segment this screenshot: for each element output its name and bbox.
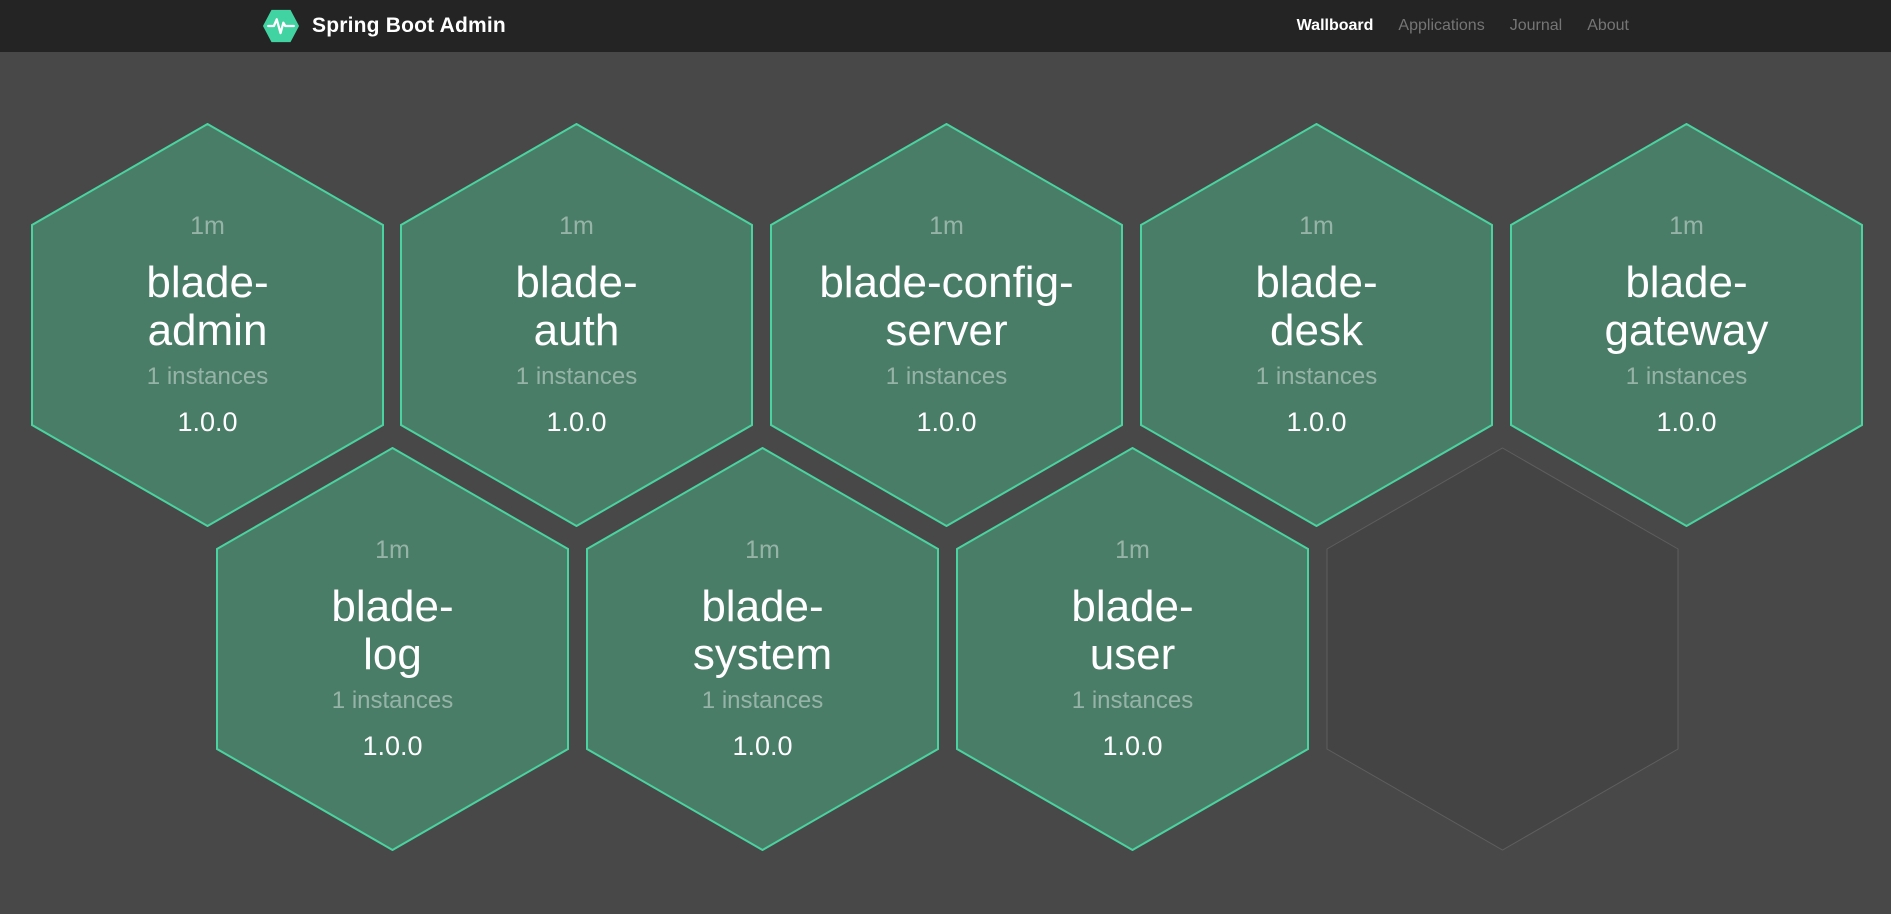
app-name: blade-auth [515, 258, 638, 355]
app-version: 1.0.0 [1102, 730, 1163, 761]
app-hexagon-blade-system[interactable]: 1m blade-system 1 instances 1.0.0 [586, 447, 939, 851]
uptime-label: 1m [375, 536, 410, 565]
hexagon-shape [31, 123, 384, 527]
main-nav: Wallboard Applications Journal About [1297, 17, 1629, 35]
uptime-label: 1m [1669, 212, 1704, 241]
pulse-hexagon-icon [262, 9, 300, 43]
instance-count: 1 instances [331, 686, 454, 714]
app-version: 1.0.0 [362, 730, 423, 761]
hexagon-shape [1510, 123, 1863, 527]
uptime-label: 1m [559, 212, 594, 241]
hexagon-shape [1326, 447, 1679, 851]
app-name: blade-gateway [1604, 258, 1769, 355]
nav-item-journal[interactable]: Journal [1509, 17, 1563, 34]
hexagon-content: 1m blade-user 1 instances 1.0.0 [956, 447, 1309, 851]
app-name: blade-log [331, 582, 454, 679]
uptime-label: 1m [1299, 212, 1334, 241]
hexagon-shape [216, 447, 569, 851]
nav-item-wallboard[interactable]: Wallboard [1296, 17, 1374, 34]
instance-count: 1 instances [1255, 362, 1378, 390]
app-name: blade-system [692, 582, 833, 679]
instance-count: 1 instances [1625, 362, 1748, 390]
empty-hexagon-slot [1326, 447, 1679, 851]
uptime-label: 1m [190, 212, 225, 241]
instance-count: 1 instances [146, 362, 269, 390]
uptime-label: 1m [1115, 536, 1150, 565]
app-version: 1.0.0 [1286, 406, 1347, 437]
navbar: Spring Boot Admin Wallboard Applications… [0, 0, 1891, 52]
wallboard: 1m blade-admin 1 instances 1.0.0 1m blad… [0, 52, 1891, 914]
hexagon-shape [400, 123, 753, 527]
nav-item-about[interactable]: About [1587, 17, 1629, 34]
app-hexagon-blade-desk[interactable]: 1m blade-desk 1 instances 1.0.0 [1140, 123, 1493, 527]
app-name: blade-desk [1255, 258, 1378, 355]
hexagon-content: 1m blade-system 1 instances 1.0.0 [586, 447, 939, 851]
app-hexagon-blade-log[interactable]: 1m blade-log 1 instances 1.0.0 [216, 447, 569, 851]
app-name: blade-admin [146, 258, 269, 355]
app-name: blade-user [1071, 582, 1194, 679]
hexagon-content: 1m blade-auth 1 instances 1.0.0 [400, 123, 753, 527]
hexagon-content: 1m blade-desk 1 instances 1.0.0 [1140, 123, 1493, 527]
instance-count: 1 instances [701, 686, 824, 714]
app-version: 1.0.0 [177, 406, 238, 437]
app-hexagon-blade-user[interactable]: 1m blade-user 1 instances 1.0.0 [956, 447, 1309, 851]
app-hexagon-blade-gateway[interactable]: 1m blade-gateway 1 instances 1.0.0 [1510, 123, 1863, 527]
brand-title: Spring Boot Admin [312, 14, 506, 37]
uptime-label: 1m [929, 212, 964, 241]
hexagon-content: 1m blade-gateway 1 instances 1.0.0 [1510, 123, 1863, 527]
hexagon-shape [1140, 123, 1493, 527]
hexagon-content: 1m blade-log 1 instances 1.0.0 [216, 447, 569, 851]
app-version: 1.0.0 [732, 730, 793, 761]
app-version: 1.0.0 [546, 406, 607, 437]
hexagon-content: 1m blade-config-server 1 instances 1.0.0 [770, 123, 1123, 527]
app-hexagon-blade-auth[interactable]: 1m blade-auth 1 instances 1.0.0 [400, 123, 753, 527]
hexagon-shape [586, 447, 939, 851]
instance-count: 1 instances [1071, 686, 1194, 714]
app-name: blade-config-server [819, 258, 1074, 355]
hexagon-shape [956, 447, 1309, 851]
uptime-label: 1m [745, 536, 780, 565]
instance-count: 1 instances [515, 362, 638, 390]
hexagon-shape [770, 123, 1123, 527]
nav-item-applications[interactable]: Applications [1398, 17, 1485, 34]
hexagon-content: 1m blade-admin 1 instances 1.0.0 [31, 123, 384, 527]
brand-link[interactable]: Spring Boot Admin [262, 8, 506, 44]
app-version: 1.0.0 [916, 406, 977, 437]
navbar-container: Spring Boot Admin Wallboard Applications… [262, 0, 1629, 52]
instance-count: 1 instances [885, 362, 1008, 390]
app-hexagon-blade-config-server[interactable]: 1m blade-config-server 1 instances 1.0.0 [770, 123, 1123, 527]
app-hexagon-blade-admin[interactable]: 1m blade-admin 1 instances 1.0.0 [31, 123, 384, 527]
app-version: 1.0.0 [1656, 406, 1717, 437]
